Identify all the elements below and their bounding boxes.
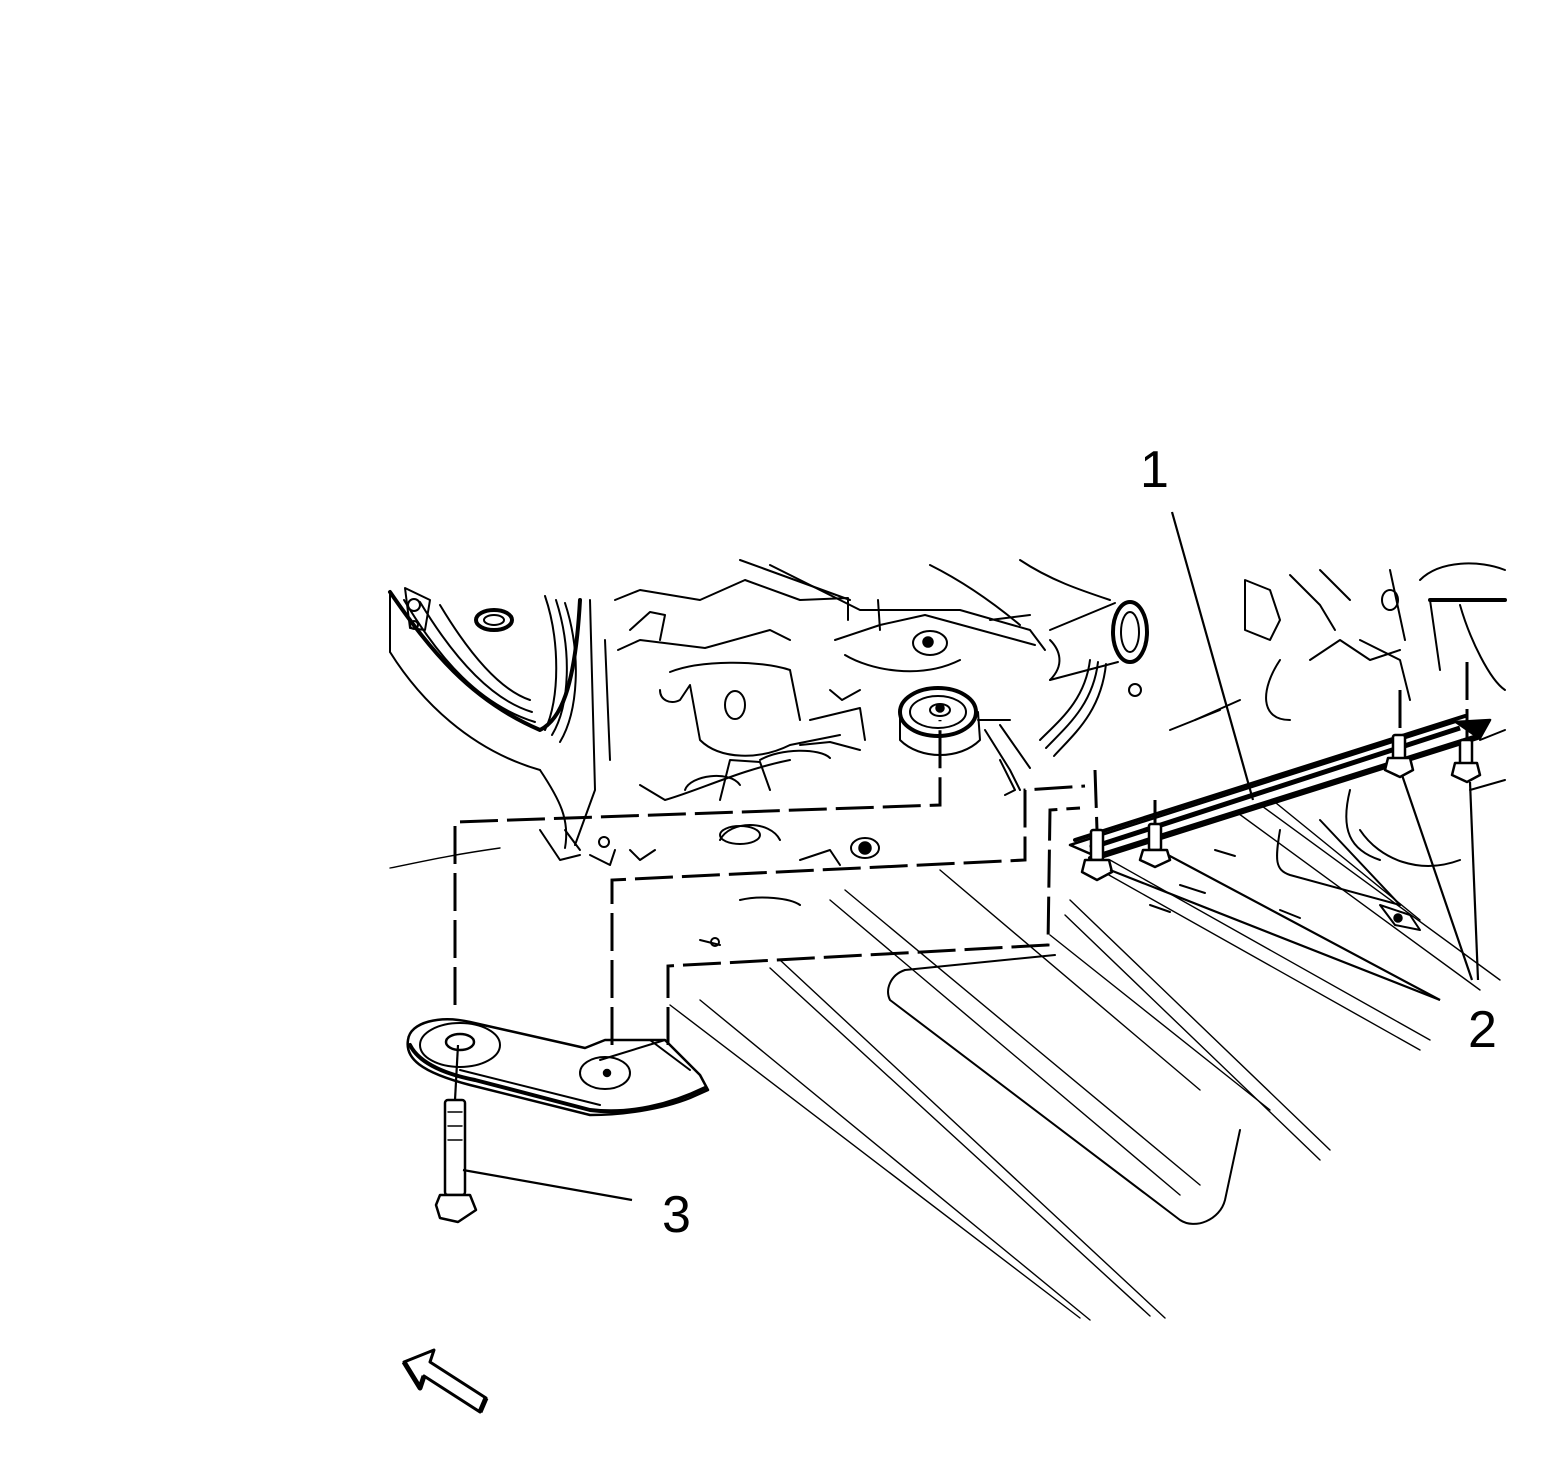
callout-3: 3 — [662, 1186, 691, 1244]
vehicle-underbody — [388, 559, 1507, 1321]
small-brackets — [539, 824, 1301, 947]
brace-bolt — [1450, 738, 1482, 784]
front-direction-arrow-icon — [401, 1348, 489, 1414]
leader-lines — [389, 511, 1480, 1202]
front-mount-bracket — [406, 1018, 710, 1117]
callout-1: 1 — [1140, 441, 1169, 499]
brace-bolts — [1080, 733, 1482, 882]
exhaust-pipe — [1049, 600, 1149, 681]
underbody-brace-bar — [1068, 714, 1492, 860]
brace-bolt — [1138, 822, 1172, 869]
rear-right-structure — [1128, 562, 1507, 931]
rear-mount-bushing — [898, 686, 1011, 756]
brace-bolt — [1383, 733, 1415, 779]
bracket-bolt — [434, 1098, 478, 1224]
floor-pan — [614, 559, 1111, 801]
alignment-dashed-lines — [453, 662, 1469, 1101]
lines-bundle — [984, 659, 1107, 796]
left-wheel — [388, 587, 611, 849]
callout-2: 2 — [1468, 1001, 1497, 1059]
